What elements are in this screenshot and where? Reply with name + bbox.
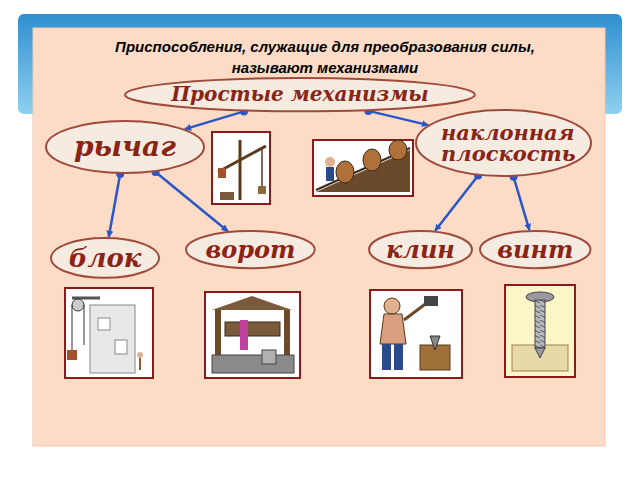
inclined-plane-picture — [313, 140, 413, 196]
slide-title: Приспособления, служащие для преобразова… — [90, 36, 560, 78]
mechanism-name: винт — [497, 238, 573, 262]
mechanism-name: ворот — [205, 238, 295, 262]
mechanism-name: Простые механизмы — [171, 84, 428, 104]
mechanism-name: наклонная плоскость — [441, 122, 566, 164]
mechanism-name: блок — [69, 245, 142, 271]
mechanism-oval: ворот — [185, 230, 316, 269]
content-panel — [33, 28, 605, 446]
mechanism-oval: блок — [50, 237, 160, 279]
mechanism-oval: Простые механизмы — [124, 77, 476, 112]
mechanism-name: рычаг — [74, 133, 176, 161]
arrow-connector — [435, 172, 482, 231]
mechanism-oval: наклонная плоскость — [415, 109, 592, 177]
mechanism-name: клин — [386, 238, 455, 262]
pulley-picture — [65, 288, 153, 378]
wedge-picture — [370, 290, 462, 378]
mechanism-oval: рычаг — [45, 120, 205, 174]
mechanism-oval: клин — [368, 230, 473, 269]
arrow-connector — [109, 170, 124, 237]
arrow-connector — [510, 173, 530, 230]
screw-picture — [505, 285, 575, 377]
mechanism-oval: винт — [479, 230, 591, 269]
lever-picture — [212, 132, 270, 204]
arrow-connector — [152, 168, 228, 231]
windlass-picture — [205, 292, 300, 378]
